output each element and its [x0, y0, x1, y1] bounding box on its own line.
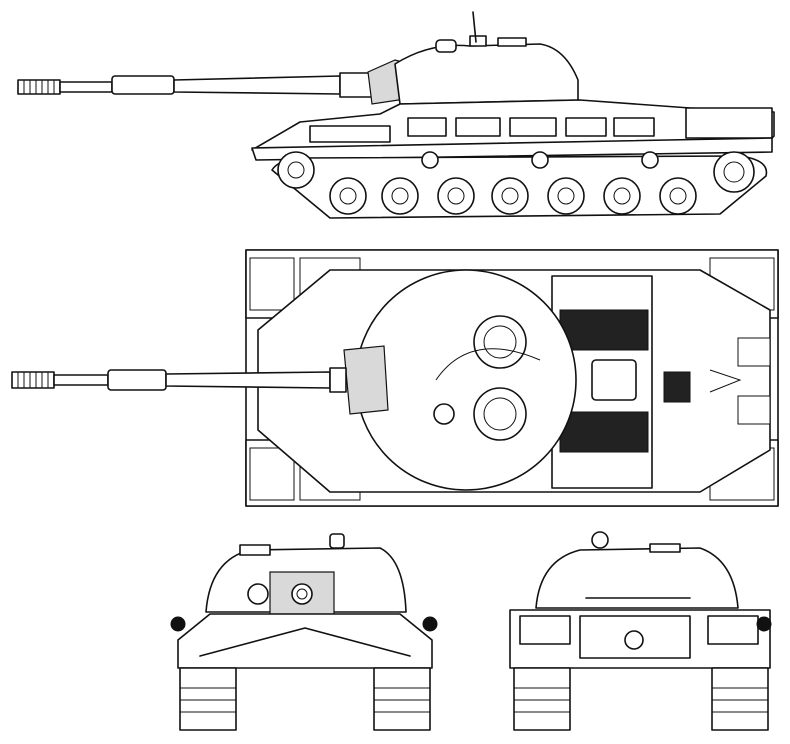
top-periscope [433, 403, 455, 425]
top-loader-hatch [473, 387, 527, 441]
top-mantlet [343, 345, 389, 415]
rear-light-right [756, 616, 772, 632]
side-idler-wheel [277, 151, 315, 189]
rear-hatch [649, 543, 681, 553]
rear-view [509, 531, 772, 731]
front-light-left [170, 616, 186, 632]
side-view [17, 11, 775, 219]
rear-engine-plate [579, 615, 691, 659]
rear-box-left [519, 615, 571, 645]
front-track-left [179, 667, 237, 731]
front-headlight-left [247, 583, 269, 605]
side-antenna [472, 11, 477, 43]
rear-tow-point [624, 630, 644, 650]
top-commander-cupola [473, 315, 527, 369]
rear-track-right [711, 667, 769, 731]
side-turret [394, 43, 579, 105]
side-road-wheels [329, 177, 697, 215]
side-vent [497, 37, 527, 47]
top-engine-grille-upper [559, 309, 649, 351]
side-drive-sprocket [713, 151, 755, 193]
front-view [170, 533, 438, 731]
front-cupola [239, 544, 271, 556]
rear-track-left [513, 667, 571, 731]
side-return-rollers [421, 151, 659, 169]
top-rear-details [709, 337, 771, 425]
front-hull [177, 613, 433, 669]
top-engine-hatch [591, 359, 637, 401]
top-rear-grille [663, 371, 691, 403]
top-engine-grille-lower [559, 411, 649, 453]
side-commander-cupola [435, 39, 457, 53]
side-loader-hatch [469, 35, 487, 47]
side-gun-barrel [17, 72, 373, 98]
front-gun-muzzle [291, 583, 313, 605]
front-track-right [373, 667, 431, 731]
top-view [11, 249, 779, 507]
side-stowage-boxes [309, 107, 773, 143]
top-turret [355, 269, 577, 491]
rear-box-right [707, 615, 759, 645]
side-fender [251, 137, 773, 161]
rear-turret [535, 547, 739, 609]
front-light-right [422, 616, 438, 632]
rear-cupola [591, 531, 609, 549]
top-gun-barrel [11, 367, 347, 393]
front-loader-cupola [329, 533, 345, 549]
